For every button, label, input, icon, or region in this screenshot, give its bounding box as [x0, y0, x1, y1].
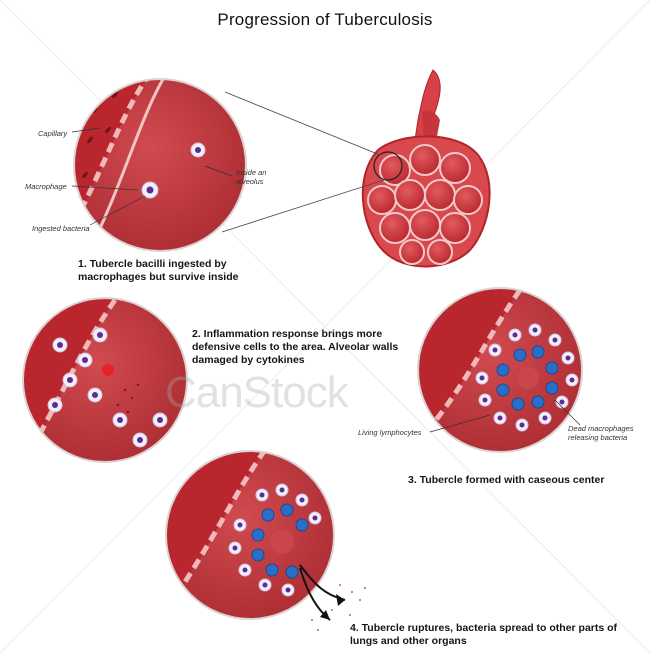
- label-capillary: Capillary: [38, 129, 67, 138]
- stage-3-circle: [418, 288, 582, 452]
- stage-4-circle: [166, 450, 366, 631]
- label-ingested-bacteria: Ingested bacteria: [32, 224, 90, 233]
- step-1-caption: 1. Tubercle bacilli ingested by macropha…: [78, 258, 283, 284]
- step-3-caption: 3. Tubercle formed with caseous center: [408, 474, 628, 487]
- label-living-lymphocytes: Living lymphocytes: [358, 428, 421, 437]
- label-macrophage: Macrophage: [25, 182, 67, 191]
- diagram-title: Progression of Tuberculosis: [0, 10, 650, 30]
- watermark: CanStock: [165, 368, 348, 418]
- label-inside-alveolus: Inside an alveolus: [236, 168, 286, 186]
- step-4-caption: 4. Tubercle ruptures, bacteria spread to…: [350, 622, 630, 648]
- alveolar-sac: [363, 70, 490, 266]
- label-dead-macrophages: Dead macrophages releasing bacteria: [568, 424, 648, 442]
- stage-2-circle: [20, 298, 187, 470]
- step-2-caption: 2. Inflammation response brings more def…: [192, 328, 407, 367]
